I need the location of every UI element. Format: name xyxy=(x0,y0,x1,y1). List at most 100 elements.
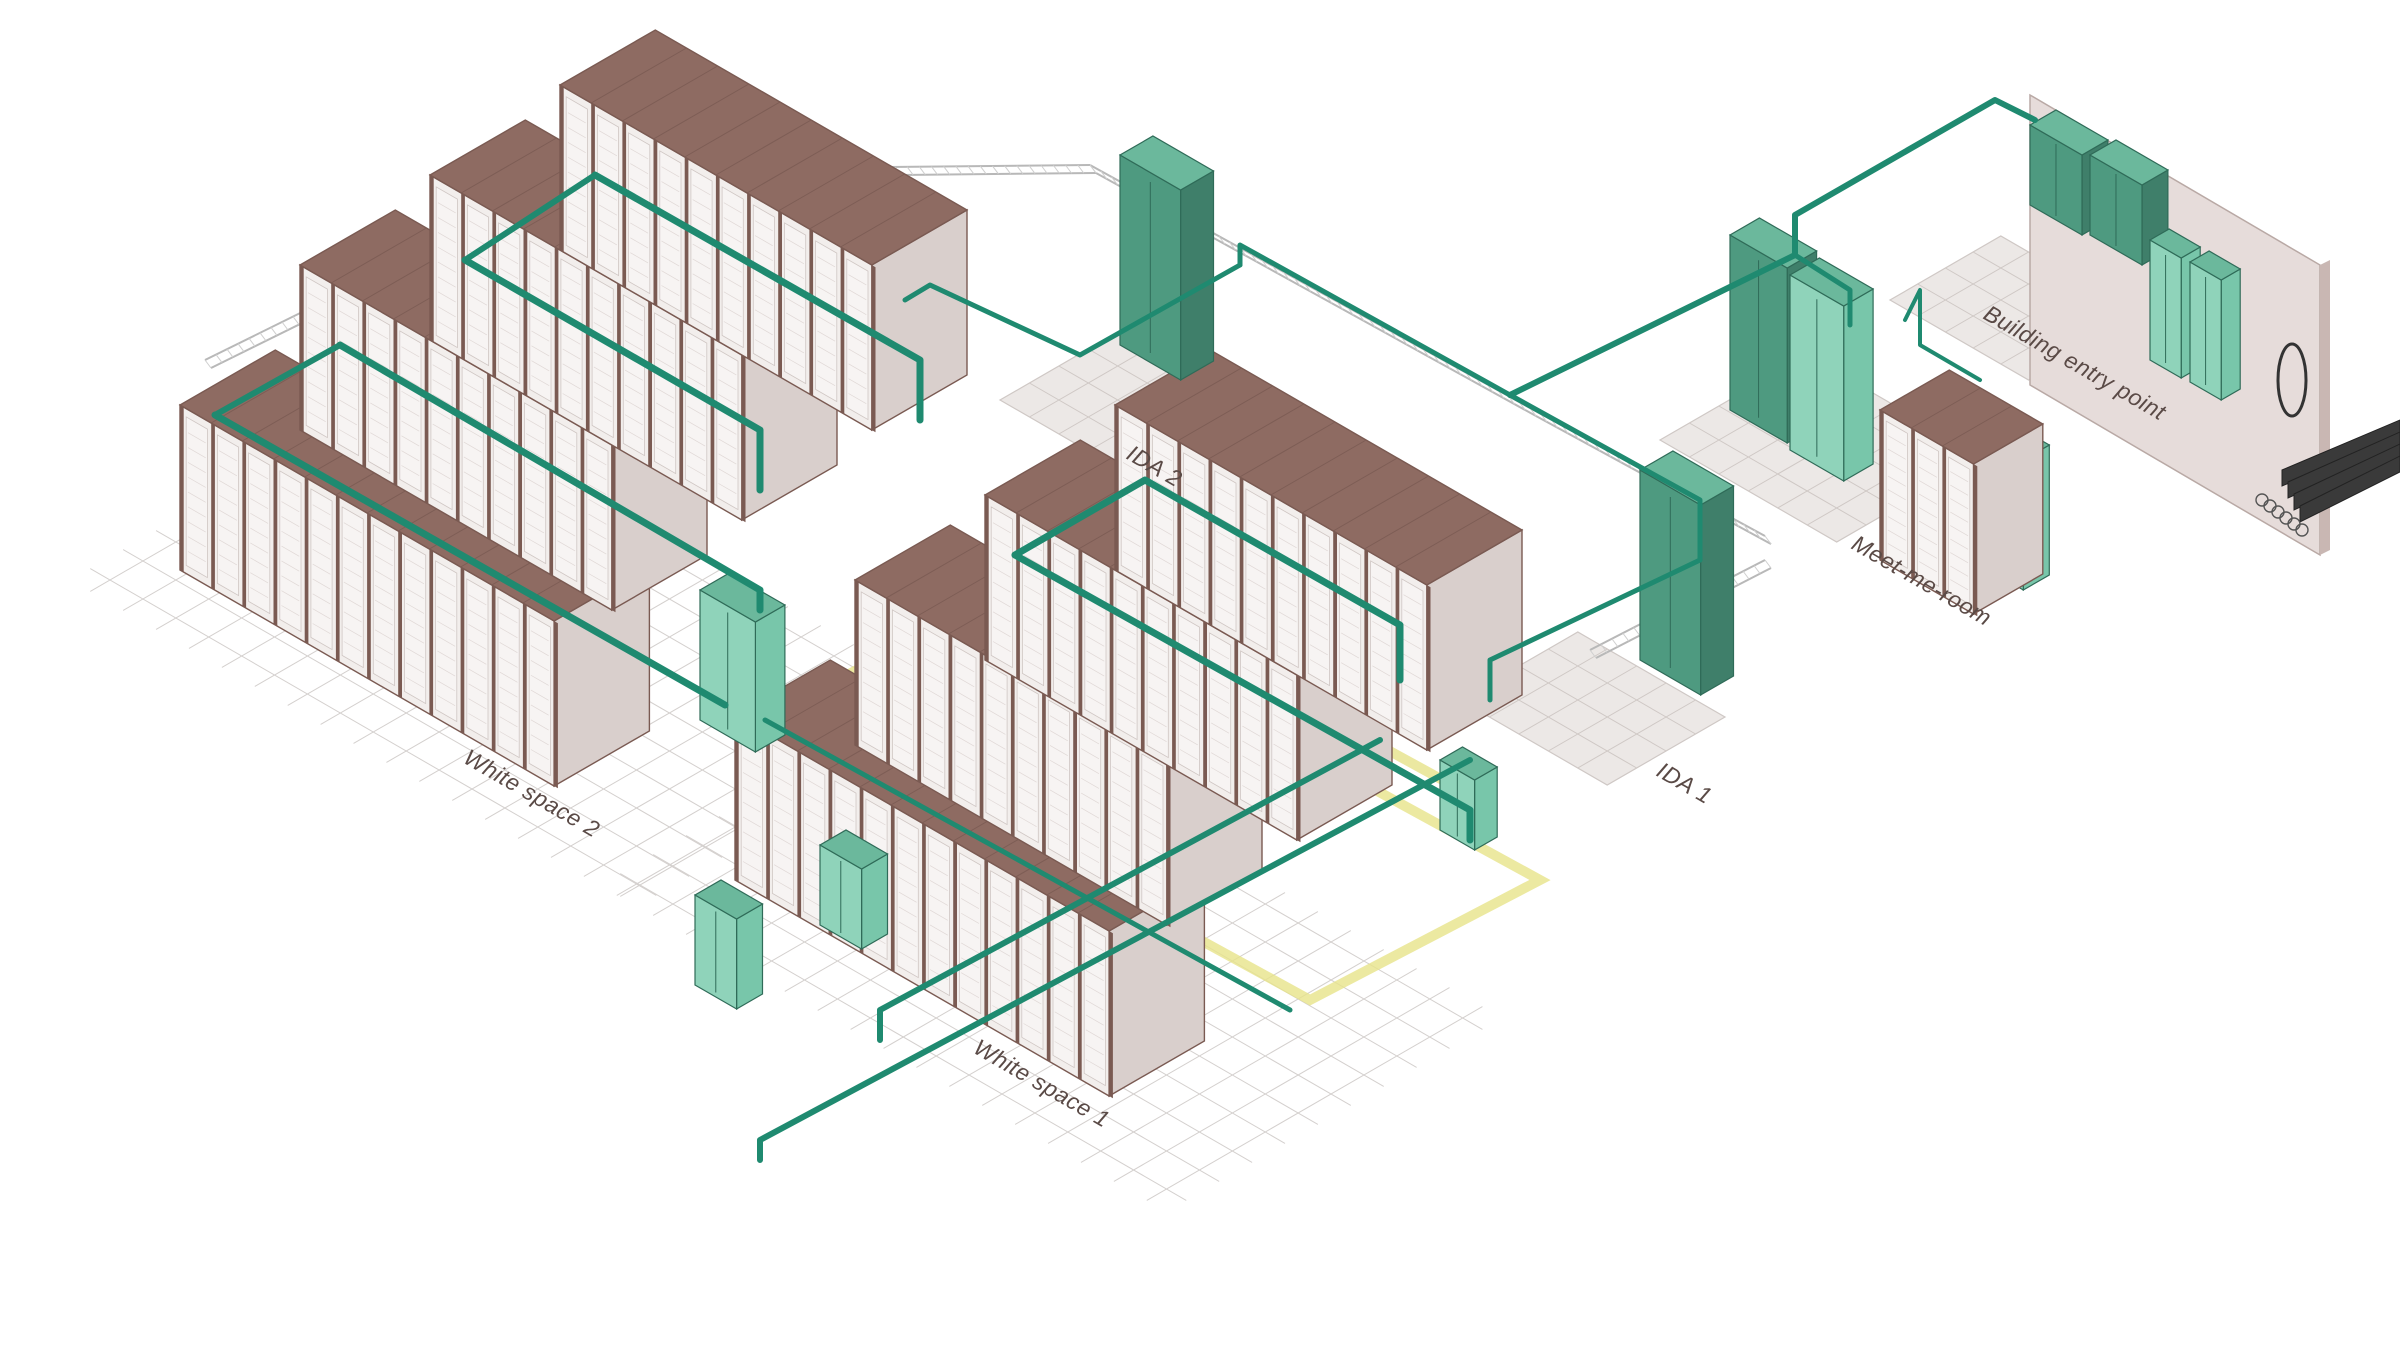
rack-vent xyxy=(531,271,550,283)
rack-vent xyxy=(723,261,742,273)
rack-vent xyxy=(281,530,300,542)
rack-vent xyxy=(338,384,358,396)
rack-post xyxy=(1911,428,1915,581)
tray-rung xyxy=(1433,354,1440,363)
rack-vent xyxy=(437,606,456,617)
rack-vent xyxy=(406,647,425,659)
rack-vent xyxy=(987,694,1006,706)
rack-vent xyxy=(862,637,881,648)
rack-vent xyxy=(401,390,420,402)
rack-post xyxy=(715,175,720,343)
rack-vent xyxy=(723,202,742,214)
rack-top-seam xyxy=(885,542,982,599)
rack-vent xyxy=(1055,662,1074,674)
rack-vent xyxy=(992,596,1011,608)
rack-vent xyxy=(406,677,425,689)
rack-vent xyxy=(526,492,545,504)
rack-vent xyxy=(1403,668,1422,680)
rack-vent xyxy=(468,668,487,680)
white-space-1-zone-cabinet-a-side xyxy=(735,902,764,1011)
rack-vent xyxy=(1918,547,1938,559)
rack-vent xyxy=(1403,624,1422,635)
rack-vent xyxy=(250,512,269,524)
rack-vent xyxy=(961,972,980,984)
white-space-2-distribution-cabinet-top xyxy=(698,572,787,623)
meet-me-room-cabinet-b xyxy=(1788,257,1875,483)
rack-vent xyxy=(1018,756,1037,768)
rack-vent xyxy=(567,127,586,139)
rack-vent xyxy=(687,465,706,477)
rack-vent xyxy=(437,650,456,662)
rack-vent xyxy=(1085,1029,1104,1041)
rack-vent xyxy=(1023,644,1043,656)
rack-vent xyxy=(1403,594,1422,606)
rack-vent xyxy=(754,309,773,321)
rack-vent xyxy=(374,584,393,596)
rack-vent xyxy=(338,414,358,426)
rack-vent xyxy=(1153,509,1173,521)
white-space-1-floor-gridline xyxy=(1113,987,1450,1182)
rack-vent xyxy=(562,348,581,360)
rack-post xyxy=(617,283,621,451)
rack-vent xyxy=(630,163,649,175)
rack-vent xyxy=(562,289,581,301)
rack-vent xyxy=(406,558,425,570)
rack-vent xyxy=(499,671,518,683)
rack-vent xyxy=(925,658,944,670)
tray-rung xyxy=(292,316,300,325)
rack-vent xyxy=(1179,660,1198,671)
rack-vent xyxy=(1018,816,1037,828)
rack-vent xyxy=(432,394,451,405)
rack-vent xyxy=(630,178,649,189)
equipment-layer xyxy=(178,29,2400,1099)
rack-vent xyxy=(992,552,1011,563)
tray-rung xyxy=(955,166,963,175)
rack-vent xyxy=(961,942,980,954)
rack-vent xyxy=(1216,575,1235,587)
rack-vent xyxy=(307,322,326,333)
rack-vent xyxy=(218,494,238,506)
rack-vent xyxy=(898,921,917,933)
tray-rung xyxy=(1028,165,1036,174)
rack-vent xyxy=(817,375,836,387)
rack-vent xyxy=(773,849,793,861)
rack-vent xyxy=(1143,784,1162,796)
rack-vent xyxy=(1148,731,1167,743)
rack-vent xyxy=(1049,804,1068,816)
rack-vent xyxy=(1054,937,1073,949)
rack-vent xyxy=(1887,475,1906,487)
rack-vent xyxy=(463,486,482,498)
rack-post xyxy=(304,477,309,645)
rack-vent xyxy=(312,608,331,620)
rack-vent xyxy=(1185,572,1204,584)
rack-vent xyxy=(848,393,867,405)
rack-vent xyxy=(754,279,773,291)
rack-vent xyxy=(468,653,487,665)
rack-vent xyxy=(281,590,300,602)
rack-vent xyxy=(1086,576,1105,588)
rack-vent xyxy=(526,522,545,534)
rack-post xyxy=(460,567,465,735)
rack-vent xyxy=(718,483,737,495)
rack-vent xyxy=(692,184,711,196)
rack-vent xyxy=(343,522,362,534)
fiber-entry-to-backbone xyxy=(1507,97,2038,398)
entry-wall-panel-b-side xyxy=(2220,267,2241,402)
rack-vent xyxy=(374,614,393,626)
rack-vent xyxy=(624,340,643,351)
rack-vent xyxy=(468,324,488,336)
rack-vent xyxy=(898,891,917,903)
rack-vent xyxy=(1185,483,1204,495)
rack-vent xyxy=(463,471,482,483)
rack-vent xyxy=(1918,493,1938,505)
rack-vent xyxy=(718,394,737,405)
rack-vent xyxy=(499,716,518,728)
rack-vent xyxy=(987,723,1006,735)
rack-vent xyxy=(1018,712,1037,724)
rack-vent xyxy=(898,906,917,918)
rack-vent xyxy=(437,591,456,603)
rack-post xyxy=(1109,567,1114,735)
rack-vent xyxy=(1055,588,1074,599)
tray-rung xyxy=(1314,289,1322,298)
rack-vent xyxy=(956,750,975,762)
